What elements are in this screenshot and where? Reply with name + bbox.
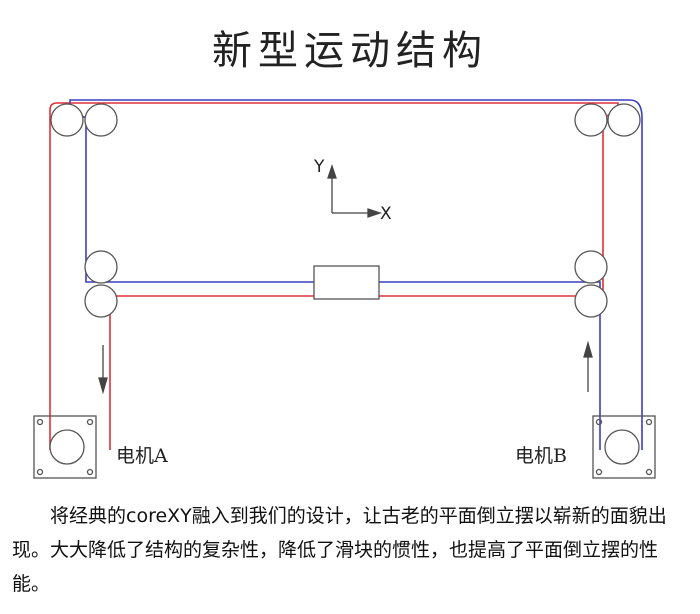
belt-b-path [69, 99, 643, 450]
pulley-mid-right-lower [574, 284, 608, 318]
axis-x-label: X [380, 204, 392, 224]
motor-a-label: 电机A [116, 445, 168, 467]
up-arrow-icon [583, 340, 593, 392]
pulley-top-right-outer [607, 103, 641, 137]
pulley-top-left-outer [50, 103, 84, 137]
motor-b [592, 415, 656, 479]
axis-indicator [327, 163, 383, 218]
motor-b-label: 电机B [515, 445, 567, 467]
pulley-mid-left-upper [84, 250, 118, 284]
description-paragraph: 将经典的coreXY融入到我们的设计，让古老的平面倒立摆以崭新的面貌出现。大大降… [12, 505, 667, 595]
slider-block [313, 265, 380, 300]
page-title: 新型运动结构 [212, 28, 488, 74]
pulley-mid-right-upper [574, 250, 608, 284]
motor-a [33, 415, 97, 479]
axis-y-label: Y [313, 157, 325, 177]
down-arrow-icon [98, 345, 108, 395]
pulley-top-left-inner [84, 103, 118, 137]
corexy-diagram: Y X 电机A 电机B [33, 99, 656, 479]
pulley-top-right-inner [574, 103, 608, 137]
description-text: 将经典的coreXY融入到我们的设计，让古老的平面倒立摆以崭新的面貌出现。大大降… [12, 499, 692, 601]
pulley-mid-left-lower [84, 284, 118, 318]
